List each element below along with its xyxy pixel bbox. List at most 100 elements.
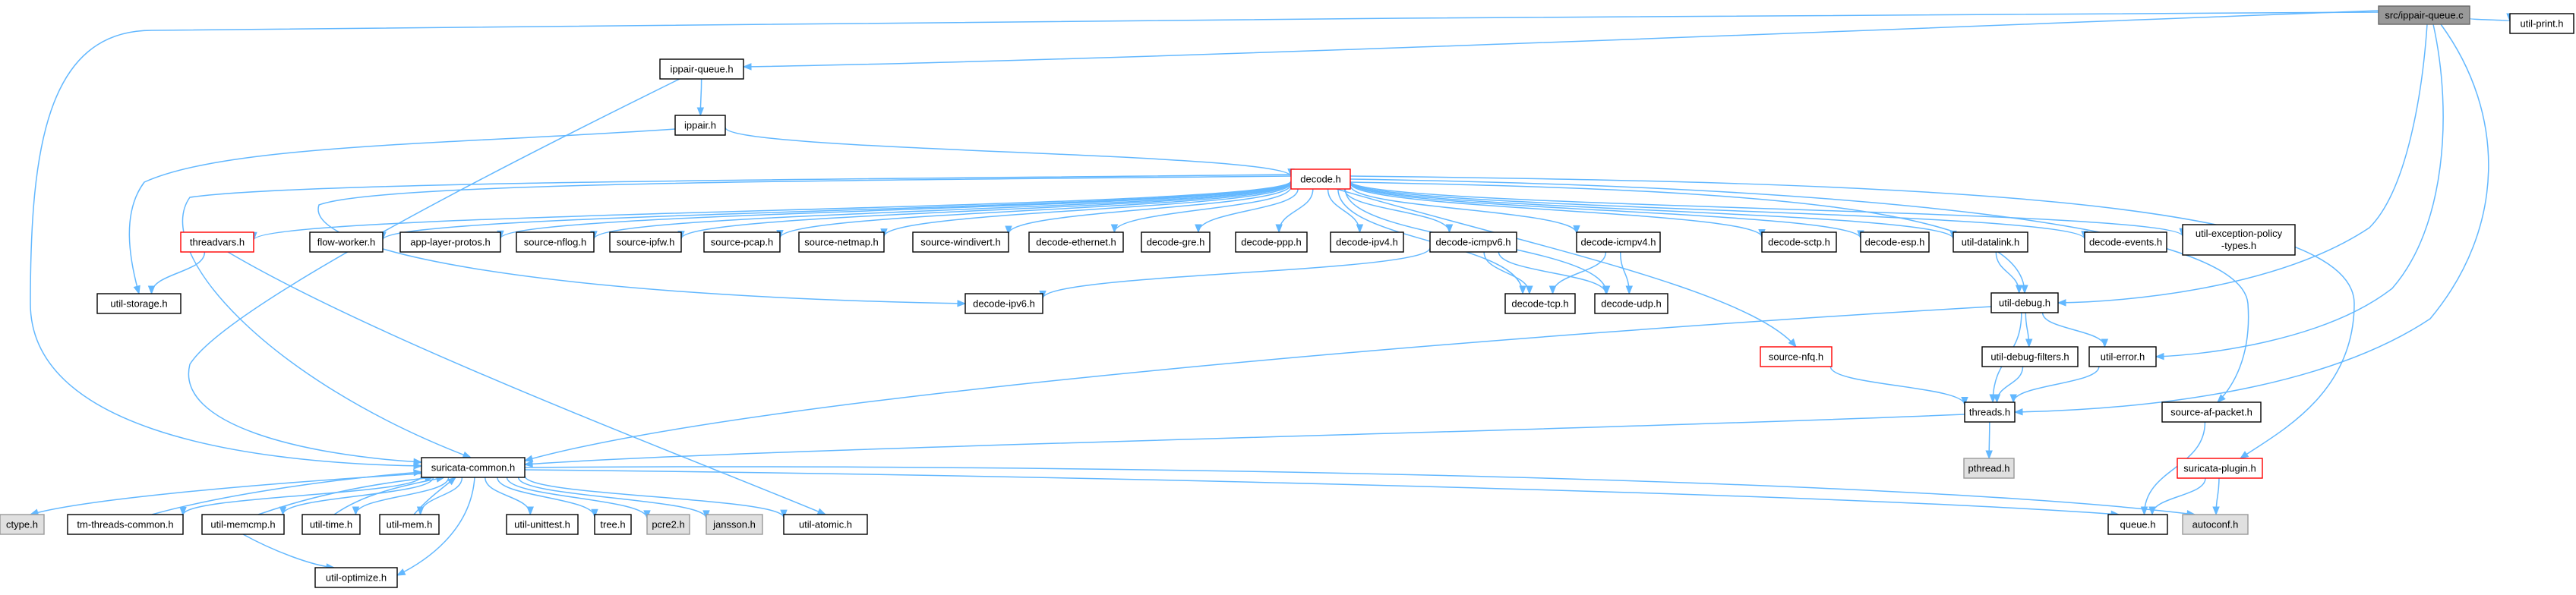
edge-line bbox=[2143, 421, 2206, 515]
edge-arrowhead bbox=[1445, 224, 1454, 234]
node-label: flow-worker.h bbox=[317, 237, 376, 248]
node-suricata-common-h[interactable]: suricata-common.h bbox=[421, 457, 526, 478]
node-tm-threads-common-h[interactable]: tm-threads-common.h bbox=[67, 514, 184, 535]
node-queue-h[interactable]: queue.h bbox=[2107, 514, 2168, 535]
edge-line bbox=[419, 477, 463, 515]
edge-arrowhead bbox=[780, 509, 788, 519]
node-label: decode-ethernet.h bbox=[1036, 237, 1116, 248]
node-label: decode.h bbox=[1300, 174, 1341, 185]
node-app-layer-protos-h[interactable]: app-layer-protos.h bbox=[399, 231, 501, 253]
node-source-nfq-h[interactable]: source-nfq.h bbox=[1760, 346, 1833, 367]
edge-line bbox=[2155, 24, 2444, 357]
edge-line bbox=[497, 477, 595, 518]
edge-line bbox=[500, 181, 1292, 239]
node-source-af-packet-h[interactable]: source-af-packet.h bbox=[2161, 401, 2262, 423]
edge-line bbox=[282, 477, 434, 515]
node-threads-h[interactable]: threads.h bbox=[1964, 401, 2016, 423]
edge-arrowhead bbox=[352, 506, 360, 516]
node-flow-worker-h[interactable]: flow-worker.h bbox=[309, 231, 384, 253]
node-util-datalink-h[interactable]: util-datalink.h bbox=[1953, 231, 2028, 253]
edge-arrowhead bbox=[2013, 408, 2023, 416]
node-util-print-h[interactable]: util-print.h bbox=[2509, 13, 2574, 34]
node-util-time-h[interactable]: util-time.h bbox=[301, 514, 361, 535]
include-edge bbox=[151, 469, 423, 515]
edge-line bbox=[1198, 188, 1299, 233]
edge-arrowhead bbox=[526, 506, 534, 516]
node-ctype-h: ctype.h bbox=[0, 514, 45, 535]
include-edge bbox=[1039, 247, 1431, 300]
edge-line bbox=[151, 471, 422, 515]
node-root[interactable]: src/ippair-queue.c bbox=[2378, 5, 2470, 25]
node-decode-sctp-h[interactable]: decode-sctp.h bbox=[1761, 231, 1837, 253]
include-edge bbox=[147, 251, 206, 295]
edge-line bbox=[524, 414, 1965, 465]
edge-line bbox=[182, 174, 1292, 458]
node-decode-ppp-h[interactable]: decode-ppp.h bbox=[1235, 231, 1308, 253]
node-label: util-time.h bbox=[310, 519, 352, 530]
node-decode-udp-h[interactable]: decode-udp.h bbox=[1594, 293, 1668, 314]
node-box bbox=[2378, 5, 2470, 25]
node-decode-tcp-h[interactable]: decode-tcp.h bbox=[1504, 293, 1576, 314]
edge-arrowhead bbox=[2155, 352, 2164, 360]
node-source-ipfw-h[interactable]: source-ipfw.h bbox=[609, 231, 682, 253]
node-util-atomic-h[interactable]: util-atomic.h bbox=[783, 514, 868, 535]
node-tree-h[interactable]: tree.h bbox=[594, 514, 632, 535]
edge-line bbox=[2057, 24, 2428, 304]
node-label: util-debug.h bbox=[1999, 298, 2050, 309]
edge-line bbox=[724, 127, 1292, 178]
edge-arrowhead bbox=[1993, 394, 2001, 404]
include-edge bbox=[1327, 188, 1364, 234]
node-source-windivert-h[interactable]: source-windivert.h bbox=[912, 231, 1009, 253]
node-decode-ethernet-h[interactable]: decode-ethernet.h bbox=[1028, 231, 1124, 253]
node-decode-events-h[interactable]: decode-events.h bbox=[2084, 231, 2167, 253]
node-autoconf-h: autoconf.h bbox=[2182, 514, 2249, 535]
node-util-error-h[interactable]: util-error.h bbox=[2088, 346, 2157, 367]
node-decode-gre-h[interactable]: decode-gre.h bbox=[1141, 231, 1211, 253]
node-ippair-queue-h[interactable]: ippair-queue.h bbox=[659, 58, 744, 80]
node-box bbox=[2182, 514, 2249, 535]
include-edge bbox=[317, 175, 1292, 307]
node-decode-h[interactable]: decode.h bbox=[1290, 168, 1351, 190]
node-util-memcmp-h[interactable]: util-memcmp.h bbox=[201, 514, 285, 535]
node-label: threads.h bbox=[1969, 407, 2010, 418]
include-edge bbox=[2013, 24, 2489, 416]
node-box bbox=[646, 514, 690, 535]
node-decode-ipv4-h[interactable]: decode-ipv4.h bbox=[1330, 231, 1404, 253]
edge-arrowhead bbox=[523, 455, 534, 462]
node-util-optimize-h[interactable]: util-optimize.h bbox=[314, 567, 398, 588]
node-util-debug-filters-h[interactable]: util-debug-filters.h bbox=[1981, 346, 2079, 367]
node-box bbox=[2161, 401, 2262, 423]
edge-line bbox=[1996, 366, 2024, 403]
node-decode-esp-h[interactable]: decode-esp.h bbox=[1860, 231, 1930, 253]
edge-line bbox=[1995, 251, 2020, 294]
edge-arrowhead bbox=[2148, 506, 2156, 516]
node-source-nflog-h[interactable]: source-nflog.h bbox=[516, 231, 595, 253]
node-box bbox=[703, 231, 781, 253]
node-source-pcap-h[interactable]: source-pcap.h bbox=[703, 231, 781, 253]
edge-arrowhead bbox=[413, 458, 423, 466]
node-label: source-windivert.h bbox=[920, 237, 1001, 248]
node-box bbox=[1235, 231, 1308, 253]
node-util-debug-h[interactable]: util-debug.h bbox=[1990, 292, 2059, 313]
node-label: suricata-plugin.h bbox=[2183, 463, 2256, 474]
node-suricata-plugin-h[interactable]: suricata-plugin.h bbox=[2177, 458, 2263, 479]
node-source-netmap-h[interactable]: source-netmap.h bbox=[798, 231, 885, 253]
node-ippair-h[interactable]: ippair.h bbox=[674, 115, 726, 136]
node-util-storage-h[interactable]: util-storage.h bbox=[96, 293, 182, 314]
node-util-mem-h[interactable]: util-mem.h bbox=[379, 514, 440, 535]
node-decode-icmpv6-h[interactable]: decode-icmpv6.h bbox=[1429, 231, 1517, 253]
node-label: util-optimize.h bbox=[326, 572, 387, 584]
edge-line bbox=[1552, 251, 1607, 294]
edge-arrowhead bbox=[1788, 338, 1797, 348]
node-util-unittest-h[interactable]: util-unittest.h bbox=[506, 514, 579, 535]
node-label: util-memcmp.h bbox=[210, 519, 275, 530]
node-threadvars-h[interactable]: threadvars.h bbox=[180, 231, 254, 253]
node-decode-icmpv4-h[interactable]: decode-icmpv4.h bbox=[1576, 231, 1661, 253]
edge-line bbox=[1336, 188, 1797, 348]
node-label: source-netmap.h bbox=[804, 237, 879, 248]
node-util-exception-policy-types-h[interactable]: util-exception-policy-types.h bbox=[2182, 224, 2296, 256]
node-box bbox=[2107, 514, 2168, 535]
node-box bbox=[609, 231, 682, 253]
node-decode-ipv6-h[interactable]: decode-ipv6.h bbox=[964, 293, 1043, 314]
node-label: suricata-common.h bbox=[431, 462, 516, 474]
